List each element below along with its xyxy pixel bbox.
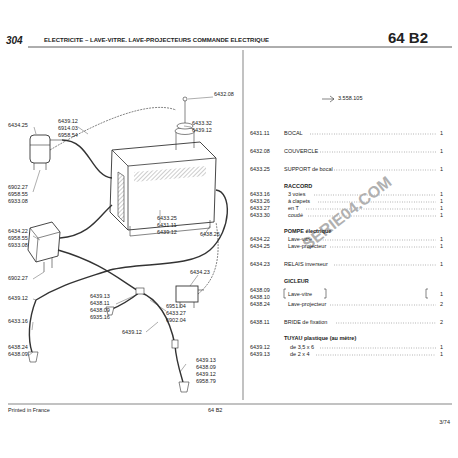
callout-number: 6434.23 <box>190 270 210 276</box>
callout-number: 6434.25 <box>250 244 270 250</box>
callout-number: 6958.54 <box>58 133 78 139</box>
callout-number: 6434.25 <box>8 123 28 129</box>
callout-number: de 2 x 4 <box>290 352 310 358</box>
callout-number: 6434.23 <box>250 262 270 268</box>
callout-number: 6902.27 <box>8 276 28 282</box>
callout-number: 6433.25 <box>157 216 177 222</box>
callout-number: 6438.26 <box>200 232 220 238</box>
callout-number: 6438.09 <box>90 308 110 314</box>
callout-number: 6438.11 <box>90 301 109 307</box>
callout-number: 6433.16 <box>8 319 28 325</box>
callout-number: Lave-projecteur <box>288 244 326 250</box>
callout-number: 6434.22 <box>8 229 28 235</box>
callout-number: en T <box>288 206 299 212</box>
callout-number: 6432.08 <box>214 92 234 98</box>
callout-number: 6433.32 <box>192 121 212 127</box>
callout-number: 6433.26 <box>250 199 270 205</box>
callout-number: 6439.12 <box>157 230 177 236</box>
quantity: 1 <box>440 131 443 137</box>
callout-number: COUVERCLE <box>284 149 318 155</box>
callout-number: 6935.16 <box>90 315 110 321</box>
callout-number: 6439.12 <box>192 128 212 134</box>
quantity: 2 <box>440 302 443 308</box>
callout-number: 6438.09 <box>196 365 216 371</box>
page-title: ELECTRICITE – LAVE-VITRE. LAVE-PROJECTEU… <box>44 37 269 43</box>
group-heading: RACCORD <box>284 184 312 190</box>
quantity: 1 <box>440 199 443 205</box>
callout-number: 6434.22 <box>250 237 270 243</box>
callout-number: RELAIS inverseur <box>284 262 328 268</box>
callout-number: 6439.12 <box>8 296 28 302</box>
callout-number: 6431.11 <box>157 223 176 229</box>
callout-number: coudé <box>288 213 303 219</box>
quantity: 1 <box>440 292 443 298</box>
callout-number: 6958.79 <box>196 379 216 385</box>
callout-number: 6958.55 <box>8 236 28 242</box>
callout-number: 6433.27 <box>166 311 186 317</box>
group-heading: TUYAU plastique (au mètre) <box>284 336 356 342</box>
logo: 304 <box>6 36 23 46</box>
quantity: 1 <box>440 262 443 268</box>
group-heading: GICLEUR <box>284 279 309 285</box>
quantity: 1 <box>440 345 443 351</box>
callout-number: Printed in France <box>8 408 50 414</box>
quantity: 1 <box>440 192 443 198</box>
callout-number: 6933.08 <box>8 243 28 249</box>
callout-number: 6439.13 <box>90 294 110 300</box>
quantity: 1 <box>440 206 443 212</box>
callout-number: 64 B2 <box>208 408 222 414</box>
group-heading: POMPE électrique <box>284 229 331 235</box>
callout-number: Lave-projecteur <box>288 302 326 308</box>
callout-number: Lave-vitre <box>288 292 312 298</box>
quantity: 1 <box>440 237 443 243</box>
quantity: 1 <box>440 167 443 173</box>
quantity: 1 <box>440 149 443 155</box>
callout-number: à clapets <box>288 199 310 205</box>
callout-number: 6914.03 <box>58 126 78 132</box>
callout-number: 6438.11 <box>250 320 269 326</box>
page-number: 64 B2 <box>388 30 428 45</box>
callout-number: BOCAL <box>284 131 303 137</box>
page-date: 3/74 <box>439 420 450 426</box>
callout-number: 6432.08 <box>250 149 270 155</box>
callout-number: 6902.27 <box>8 185 28 191</box>
callout-number: 6439.12 <box>122 330 142 336</box>
quantity: 1 <box>440 352 443 358</box>
callout-number: 6433.27 <box>250 206 270 212</box>
callout-number: 6439.13 <box>250 352 270 358</box>
callout-number: 6433.30 <box>250 213 270 219</box>
callout-number: 6958.55 <box>8 192 28 198</box>
watermark: SERIE04.COM <box>300 174 395 253</box>
quantity: 2 <box>440 320 443 326</box>
callout-number: 6439.12 <box>196 372 216 378</box>
callout-number: 6431.11 <box>250 131 269 137</box>
callout-number: 6902.04 <box>166 318 186 324</box>
callout-number: 6433.16 <box>250 192 270 198</box>
callout-number: BRIDE de fixation <box>284 320 327 326</box>
callout-number: 6439.13 <box>196 358 216 364</box>
callout-number: 6438.24 <box>250 302 270 308</box>
callout-number: 6439.12 <box>58 119 78 125</box>
callout-number: 6951.04 <box>166 304 186 310</box>
callout-number: de 3,5 x 6 <box>290 345 314 351</box>
callout-number: SUPPORT de bocal <box>284 167 333 173</box>
callout-number: 3 voies <box>288 192 305 198</box>
callout-number: 6438.24 <box>8 345 28 351</box>
quantity: 1 <box>440 213 443 219</box>
callout-number: 6438.09 <box>8 352 28 358</box>
callout-number: 6439.12 <box>250 345 270 351</box>
callout-number: 6438.10 <box>250 295 270 301</box>
callout-number: 6438.09 <box>250 288 270 294</box>
quantity: 1 <box>440 244 443 250</box>
callout-number: Lave-vitre <box>288 237 312 243</box>
callout-number: 6433.25 <box>250 167 270 173</box>
callout-number: 6933.08 <box>8 199 28 205</box>
callout-number: 3.558.105 <box>338 96 362 102</box>
